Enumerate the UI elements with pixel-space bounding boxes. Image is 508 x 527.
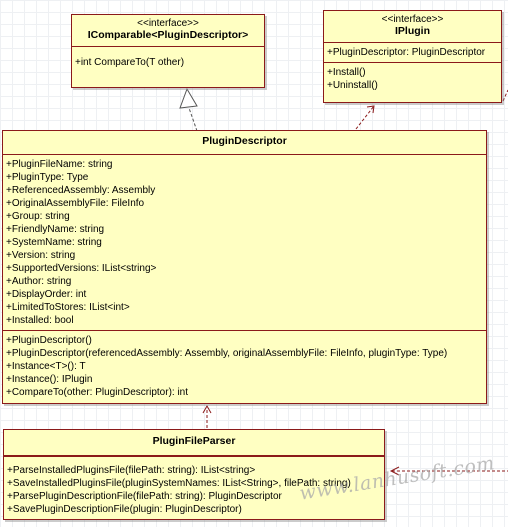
pluginfileparser-method: +ParsePluginDescriptionFile(filePath: st… <box>7 491 282 502</box>
iplugin-methods: +Install() +Uninstall() <box>324 62 501 95</box>
plugindescriptor-property: +SystemName: string <box>6 237 102 248</box>
offcanvas-line-iplugin <box>502 89 508 102</box>
plugindescriptor-property: +OriginalAssemblyFile: FileInfo <box>6 198 145 209</box>
realization-arrowhead-icomparable <box>179 87 198 109</box>
icomparable-header: <<interface>> IComparable<PluginDescript… <box>72 15 264 47</box>
pluginfileparser-header: PluginFileParser <box>4 430 384 456</box>
plugindescriptor-property: +PluginType: Type <box>6 172 89 183</box>
plugindescriptor-method: +PluginDescriptor() <box>6 335 92 346</box>
pluginfileparser-method: +SavePluginDescriptionFile(plugin: Plugi… <box>7 504 242 515</box>
plugindescriptor-property: +Installed: bool <box>6 315 74 326</box>
icomparable-class-box[interactable]: <<interface>> IComparable<PluginDescript… <box>71 14 265 88</box>
iplugin-name: IPlugin <box>395 25 430 37</box>
dependency-arrowhead-iplugin <box>366 105 375 114</box>
plugindescriptor-property: +LimitedToStores: IList<int> <box>6 302 130 313</box>
plugindescriptor-property: +DisplayOrder: int <box>6 289 87 300</box>
plugindescriptor-method: +Instance(): IPlugin <box>6 374 93 385</box>
dependency-line-iplugin <box>355 105 375 130</box>
iplugin-property: +PluginDescriptor: PluginDescriptor <box>327 47 486 58</box>
iplugin-stereotype: <<interface>> <box>381 14 444 25</box>
iplugin-method: +Install() <box>327 67 366 78</box>
plugindescriptor-properties: +PluginFileName: string +PluginType: Typ… <box>3 155 486 330</box>
icomparable-member: +int CompareTo(T other) <box>75 57 185 68</box>
plugindescriptor-property: +Group: string <box>6 211 70 222</box>
plugindescriptor-method: +Instance<T>(): T <box>6 361 86 372</box>
plugindescriptor-methods: +PluginDescriptor() +PluginDescriptor(re… <box>3 330 486 402</box>
plugindescriptor-property: +FriendlyName: string <box>6 224 105 235</box>
plugindescriptor-header: PluginDescriptor <box>3 131 486 155</box>
plugindescriptor-property: +PluginFileName: string <box>6 159 113 170</box>
plugindescriptor-method: +PluginDescriptor(referencedAssembly: As… <box>6 348 448 359</box>
plugindescriptor-property: +ReferencedAssembly: Assembly <box>6 185 156 196</box>
iplugin-class-box[interactable]: <<interface>> IPlugin +PluginDescriptor:… <box>323 10 502 103</box>
iplugin-properties: +PluginDescriptor: PluginDescriptor <box>324 43 501 62</box>
plugindescriptor-property: +Author: string <box>6 276 72 287</box>
plugindescriptor-name: PluginDescriptor <box>202 135 287 147</box>
plugindescriptor-property: +Version: string <box>6 250 76 261</box>
pluginfileparser-method: +ParseInstalledPluginsFile(filePath: str… <box>7 465 256 476</box>
plugindescriptor-class-box[interactable]: PluginDescriptor +PluginFileName: string… <box>2 130 487 404</box>
pluginfileparser-name: PluginFileParser <box>152 435 236 447</box>
dependency-arrowhead-parser <box>202 404 212 414</box>
plugindescriptor-property: +SupportedVersions: IList<string> <box>6 263 157 274</box>
iplugin-header: <<interface>> IPlugin <box>324 11 501 43</box>
pluginfileparser-methods: +ParseInstalledPluginsFile(filePath: str… <box>4 456 384 519</box>
iplugin-method: +Uninstall() <box>327 80 378 91</box>
offcanvas-arrowhead-parser <box>389 466 400 476</box>
icomparable-name: IComparable<PluginDescriptor> <box>87 29 249 41</box>
pluginfileparser-method: +SaveInstalledPluginsFile(pluginSystemNa… <box>7 478 351 489</box>
plugindescriptor-method: +CompareTo(other: PluginDescriptor): int <box>6 387 189 398</box>
icomparable-members: +int CompareTo(T other) <box>72 47 264 72</box>
pluginfileparser-class-box[interactable]: PluginFileParser +ParseInstalledPluginsF… <box>3 429 385 520</box>
realization-line-icomparable <box>188 107 198 132</box>
icomparable-stereotype: <<interface>> <box>137 18 199 29</box>
